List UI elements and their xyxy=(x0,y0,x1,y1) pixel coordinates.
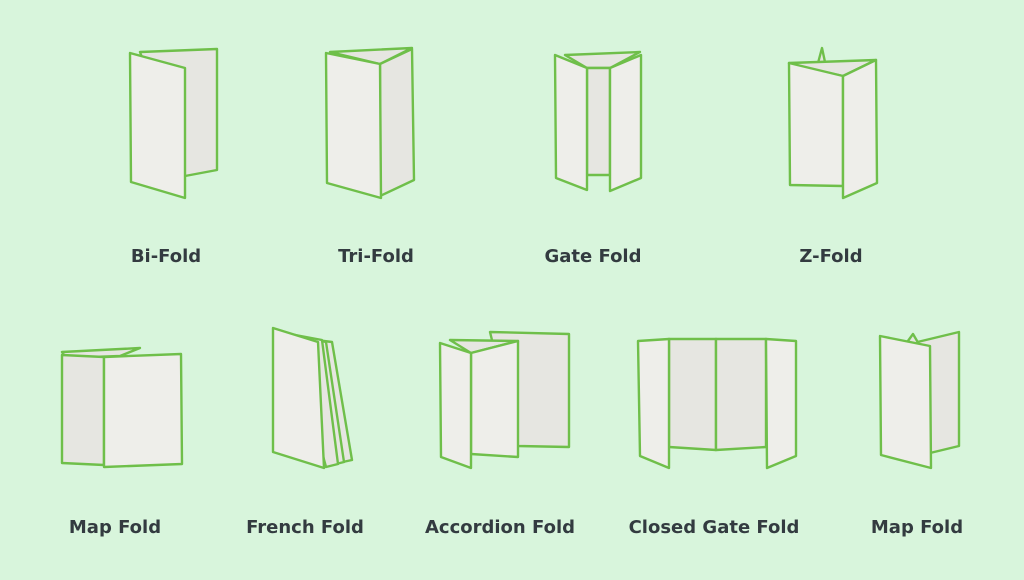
label-gate-fold: Gate Fold xyxy=(544,246,642,267)
label-closed-gate-fold: Closed Gate Fold xyxy=(628,517,800,538)
bi-fold-illustration xyxy=(128,47,219,200)
label-map-fold-2: Map Fold xyxy=(870,517,964,538)
label-map-fold-1: Map Fold xyxy=(68,517,162,538)
tri-fold-illustration xyxy=(324,46,416,200)
label-bi-fold: Bi-Fold xyxy=(130,246,202,267)
french-fold-illustration xyxy=(271,326,354,470)
accordion-fold-illustration xyxy=(438,330,571,470)
map-fold-illustration-2 xyxy=(878,330,961,470)
label-z-fold: Z-Fold xyxy=(799,246,863,267)
label-tri-fold: Tri-Fold xyxy=(338,246,414,267)
z-fold-illustration xyxy=(787,46,879,200)
closed-gate-fold-illustration xyxy=(636,337,798,470)
label-accordion-fold: Accordion Fold xyxy=(424,517,576,538)
gate-fold-illustration xyxy=(553,50,643,193)
map-fold-illustration-1 xyxy=(60,346,184,469)
label-french-fold: French Fold xyxy=(246,517,364,538)
